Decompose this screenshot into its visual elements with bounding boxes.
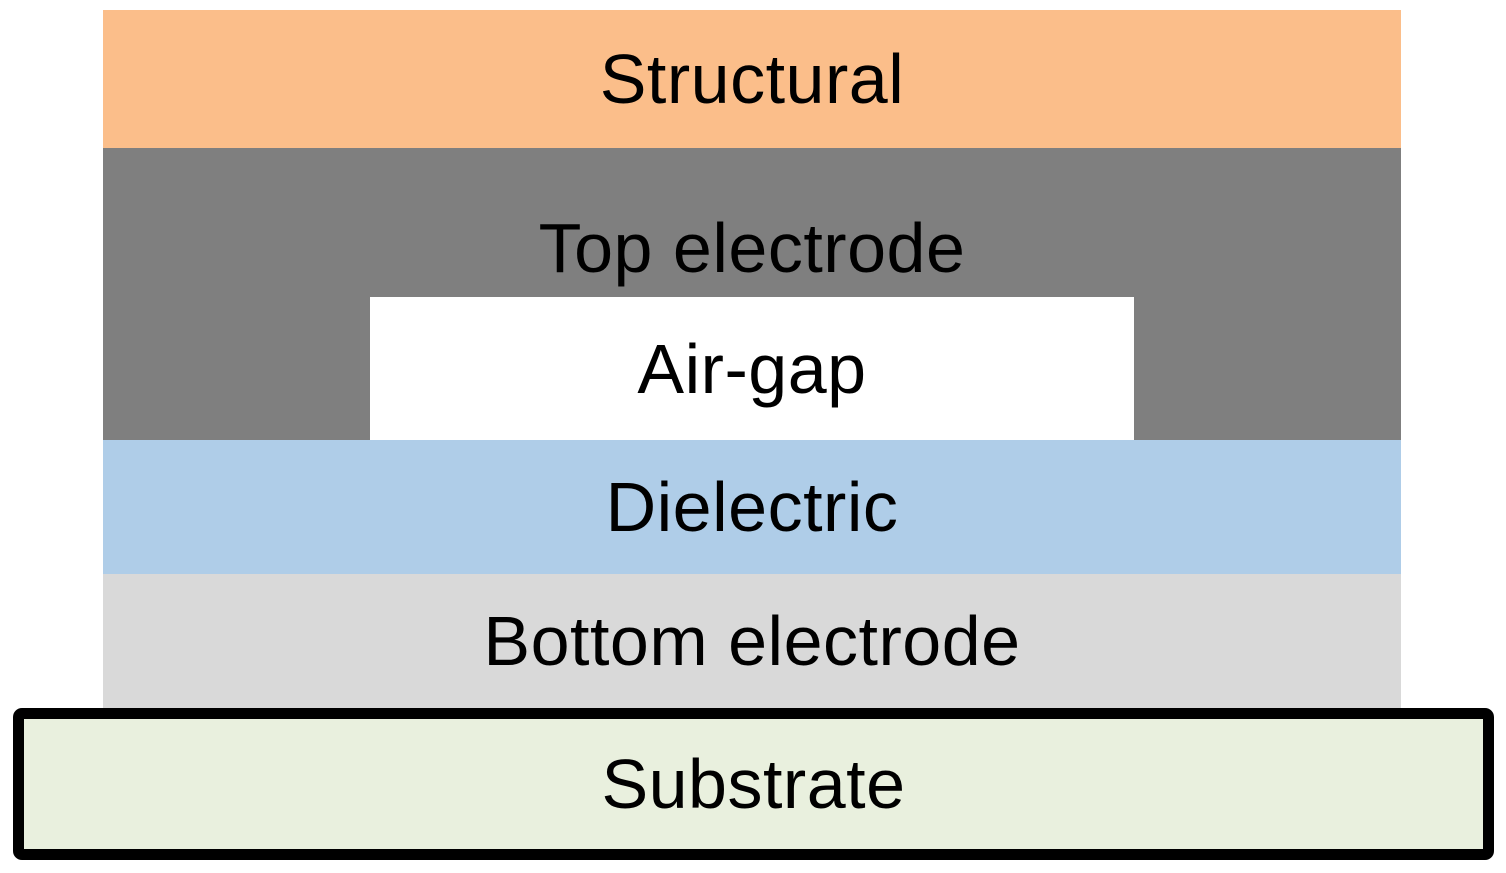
layer-dielectric: Dielectric [103,440,1401,574]
top-electrode-label: Top electrode [538,209,966,287]
dielectric-label: Dielectric [605,468,899,546]
layer-air-gap: Air-gap [370,297,1134,440]
layer-structural: Structural [103,10,1401,148]
bottom-electrode-label: Bottom electrode [483,602,1021,680]
top-electrode-label-row: Top electrode [103,213,1401,283]
air-gap-label: Air-gap [637,329,867,408]
layer-substrate: Substrate [13,708,1494,860]
layer-bottom-electrode: Bottom electrode [103,574,1401,708]
structural-label: Structural [599,40,905,118]
substrate-label: Substrate [601,745,906,823]
